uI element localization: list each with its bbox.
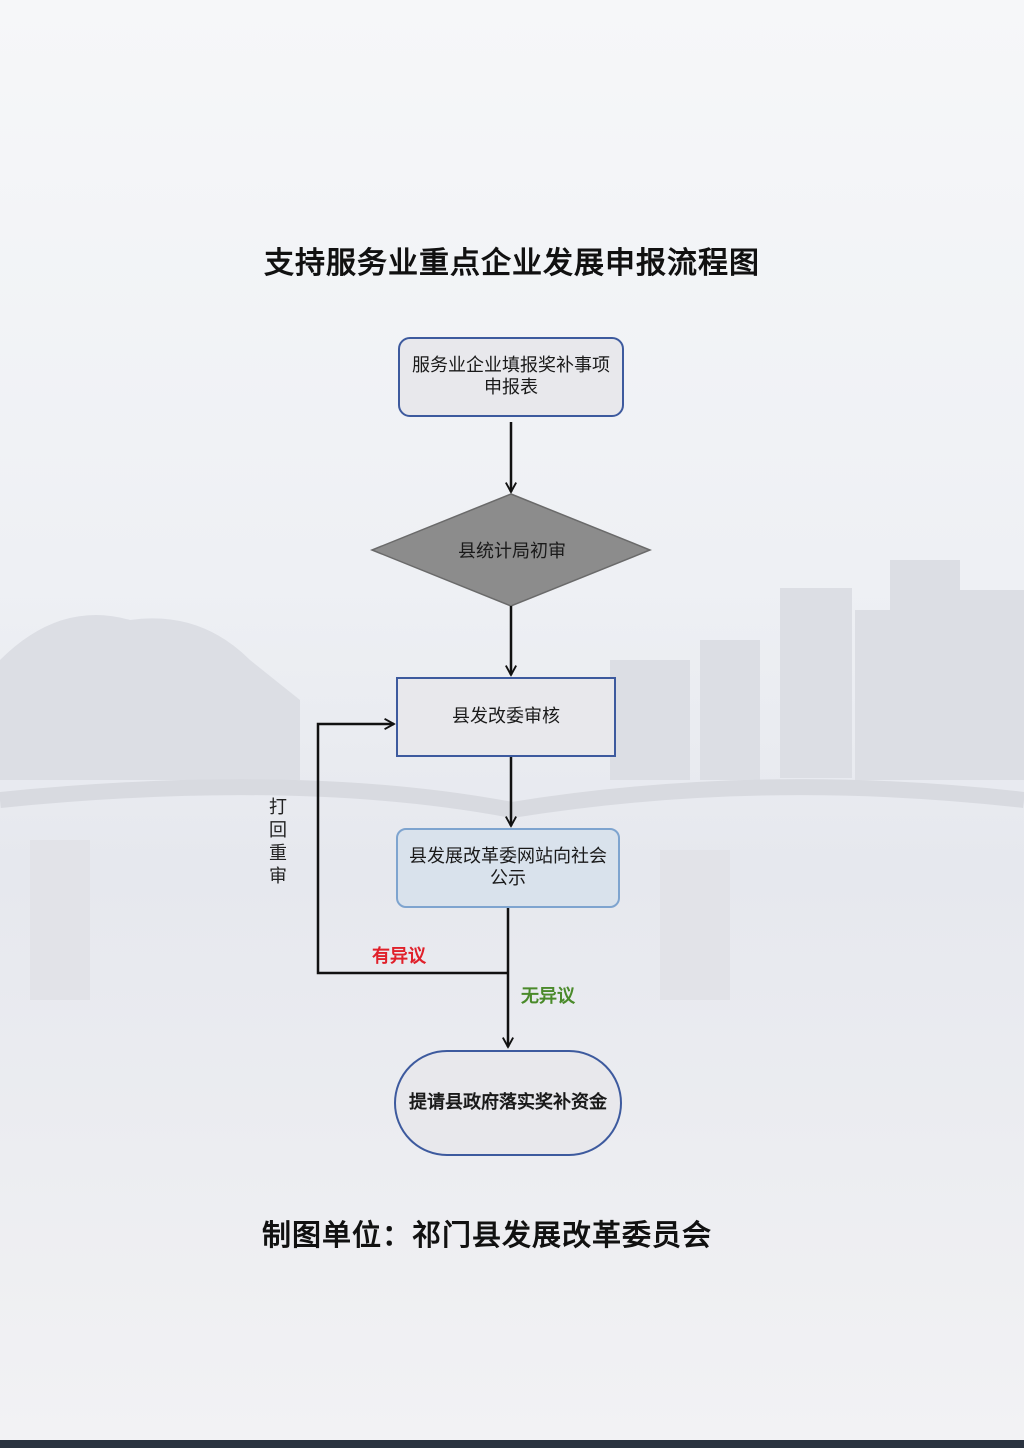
footer-author: 制图单位：祁门县发展改革委员会 bbox=[262, 1218, 713, 1252]
node-public-notice: 县发展改革委网站向社会公示 bbox=[396, 828, 620, 908]
loop-label-resubmit: 打回重审 bbox=[269, 797, 287, 887]
page-title: 支持服务业重点企业发展申报流程图 bbox=[264, 246, 760, 281]
edge-label-no-objection: 无异议 bbox=[521, 986, 575, 1007]
edge-label-objection: 有异议 bbox=[372, 946, 426, 967]
node-enterprise-application: 服务业企业填报奖补事项申报表 bbox=[398, 337, 624, 417]
node-statistics-review: 县统计局初审 bbox=[458, 541, 566, 562]
node-fund-allocation: 提请县政府落实奖补资金 bbox=[394, 1050, 622, 1156]
arrow-loop-back bbox=[316, 724, 508, 975]
node-drc-audit: 县发改委审核 bbox=[396, 677, 616, 757]
